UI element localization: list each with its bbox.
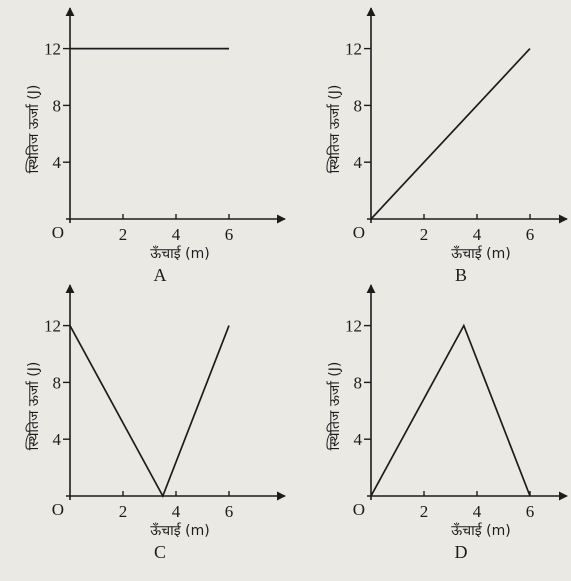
y-tick-label: 8 bbox=[354, 373, 363, 392]
y-tick-label: 4 bbox=[354, 153, 363, 172]
origin-label: O bbox=[52, 223, 64, 242]
x-tick-label: 6 bbox=[526, 502, 535, 521]
energy-line bbox=[370, 323, 531, 497]
graph-panel-c: 2 4 6 4 8 12O स्थितिज ऊर्जा (J) ऊँचाई (m) C bbox=[25, 284, 286, 562]
panel-label: B bbox=[455, 265, 467, 285]
y-tick-label: 4 bbox=[53, 430, 62, 449]
x-tick-label: 4 bbox=[473, 225, 482, 244]
y-tick-label: 12 bbox=[345, 317, 362, 336]
x-axis-label: ऊँचाई (m) bbox=[150, 245, 209, 262]
x-axis-label: ऊँचाई (m) bbox=[451, 522, 510, 539]
y-tick-label: 4 bbox=[354, 430, 363, 449]
y-axis-label: स्थितिज ऊर्जा (J) bbox=[326, 362, 343, 451]
panel-label: A bbox=[154, 265, 167, 285]
graph-panel-d: 2 4 6 4 8 12O स्थितिज ऊर्जा (J) ऊँचाई (m) D bbox=[326, 284, 568, 562]
y-axis-label: स्थितिज ऊर्जा (J) bbox=[25, 362, 42, 451]
panel-label: C bbox=[154, 542, 166, 562]
y-tick-label: 8 bbox=[53, 373, 62, 392]
x-tick-label: 2 bbox=[420, 502, 429, 521]
x-axis-label: ऊँचाई (m) bbox=[451, 245, 510, 262]
x-tick-label: 6 bbox=[526, 225, 535, 244]
x-tick-label: 4 bbox=[473, 502, 482, 521]
origin-label: O bbox=[353, 500, 365, 519]
x-tick-label: 4 bbox=[172, 502, 181, 521]
origin-label: O bbox=[52, 500, 64, 519]
y-axis-label: स्थितिज ऊर्जा (J) bbox=[25, 85, 42, 174]
panel-label: D bbox=[455, 542, 468, 562]
energy-line bbox=[370, 48, 531, 220]
y-axis-label: स्थितिज ऊर्जा (J) bbox=[326, 85, 343, 174]
x-tick-label: 6 bbox=[225, 502, 234, 521]
y-tick-label: 8 bbox=[53, 96, 62, 115]
y-tick-label: 4 bbox=[53, 153, 62, 172]
y-tick-label: 12 bbox=[44, 40, 61, 59]
y-tick-label: 8 bbox=[354, 96, 363, 115]
origin-label: O bbox=[353, 223, 365, 242]
x-tick-label: 2 bbox=[119, 502, 128, 521]
x-tick-label: 6 bbox=[225, 225, 234, 244]
x-tick-label: 2 bbox=[420, 225, 429, 244]
graph-panel-b: 2 4 6 4 8 12O स्थितिज ऊर्जा (J) ऊँचाई (m) B bbox=[326, 7, 568, 285]
x-axis-label: ऊँचाई (m) bbox=[150, 522, 209, 539]
y-tick-label: 12 bbox=[44, 317, 61, 336]
energy-line bbox=[69, 325, 230, 499]
y-tick-label: 12 bbox=[345, 40, 362, 59]
graph-panel-a: 2 4 6 4 8 12O स्थितिज ऊर्जा (J) ऊँचाई (m) A bbox=[25, 7, 286, 285]
x-tick-label: 2 bbox=[119, 225, 128, 244]
x-tick-label: 4 bbox=[172, 225, 181, 244]
